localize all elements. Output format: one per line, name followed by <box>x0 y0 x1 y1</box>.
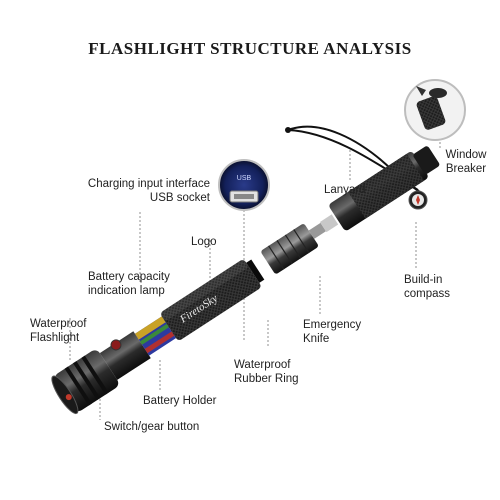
label-lanyard: Lanyard <box>324 184 366 196</box>
label-window-breaker: Window Breaker <box>436 148 496 176</box>
label-battery-lamp-line1: Battery capacity <box>88 271 170 283</box>
label-emergency-knife: Emergency Knife <box>303 318 361 346</box>
label-charging-interface: Charging input interface USB socket <box>64 177 210 205</box>
label-waterproof-line2: Flashlight <box>30 332 80 344</box>
diagram-title: FLASHLIGHT STRUCTURE ANALYSIS <box>88 39 412 58</box>
label-compass-line2: compass <box>404 288 451 300</box>
label-waterproof-flashlight: Waterproof Flashlight <box>30 317 86 345</box>
knurled-tube <box>161 260 261 340</box>
switch-button <box>110 339 122 351</box>
usb-inset-text: USB <box>237 175 252 182</box>
window-breaker-inset <box>404 79 466 141</box>
label-charging-line2: USB socket <box>149 192 210 204</box>
label-compass-line1: Build-in <box>404 274 443 286</box>
label-switch-button: Switch/gear button <box>104 421 200 433</box>
label-ring-line1: Waterproof <box>234 359 291 371</box>
label-ring-line2: Rubber Ring <box>234 373 299 385</box>
compass <box>408 190 428 210</box>
label-battery-holder: Battery Holder <box>143 395 217 407</box>
label-window-breaker-line2: Breaker <box>445 163 487 175</box>
label-battery-lamp: Battery capacity indication lamp <box>88 270 170 298</box>
label-window-breaker-line1: Window <box>445 149 487 161</box>
label-logo: Logo <box>191 236 217 248</box>
usb-socket-inset: USB <box>218 159 270 211</box>
label-charging-line1: Charging input interface <box>87 178 210 190</box>
label-compass: Build-in compass <box>404 273 450 301</box>
flashlight-body: FiretoSky <box>51 146 440 415</box>
label-knife-line2: Knife <box>303 333 330 345</box>
knife-blade <box>319 214 339 233</box>
knife-handle <box>261 224 318 274</box>
label-battery-lamp-line2: indication lamp <box>88 285 165 297</box>
label-waterproof-line1: Waterproof <box>30 318 87 330</box>
label-knife-line1: Emergency <box>303 319 362 331</box>
label-rubber-ring: Waterproof Rubber Ring <box>234 358 299 386</box>
red-lens-dot <box>65 394 72 401</box>
